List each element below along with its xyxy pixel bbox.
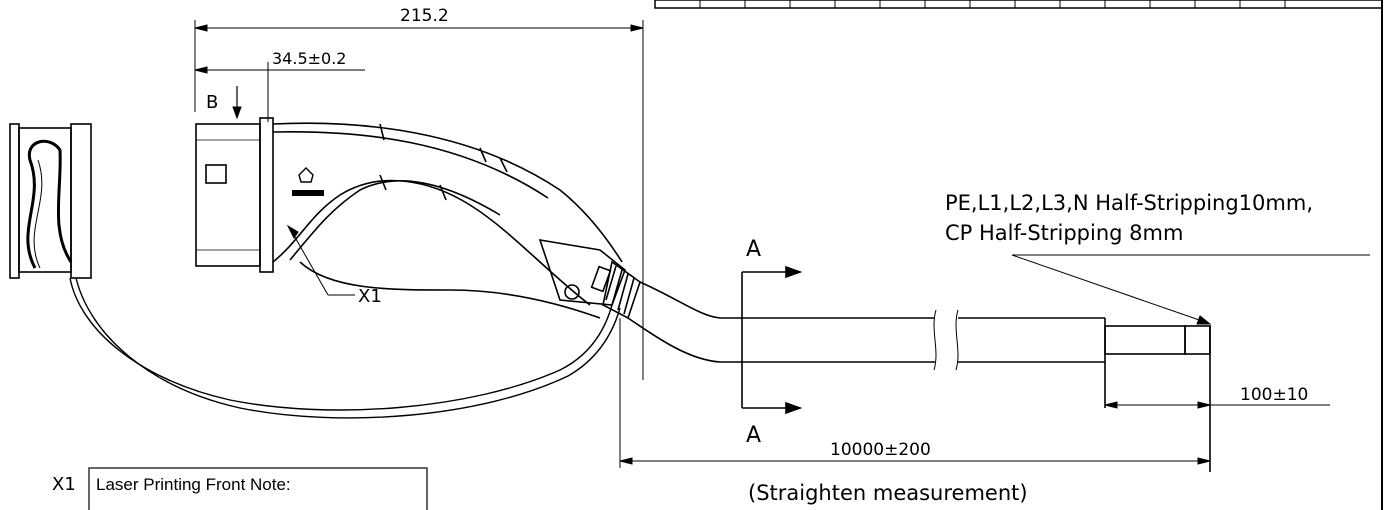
dimension-overall-length bbox=[194, 20, 644, 380]
dim-cable-length-note: (Straighten measurement) bbox=[748, 481, 1028, 505]
front-note-title: Laser Printing Front Note: bbox=[96, 475, 291, 494]
stripping-note-line1: PE,L1,L2,L3,N Half-Stripping10mm, bbox=[945, 191, 1313, 215]
view-b-label: B bbox=[206, 92, 218, 113]
dim-strip-length-label: 100±10 bbox=[1240, 385, 1308, 405]
cable-end-cap bbox=[9, 123, 92, 279]
section-a-top-label: A bbox=[746, 237, 761, 262]
section-a-marker bbox=[741, 265, 803, 415]
dim-front-width-label: 34.5±0.2 bbox=[272, 49, 346, 68]
view-b-arrow bbox=[232, 86, 242, 120]
brand-logo bbox=[292, 167, 324, 196]
dim-cable-length-label: 10000±200 bbox=[830, 440, 931, 460]
connector-body bbox=[195, 117, 641, 320]
note-x1-label: X1 bbox=[52, 474, 76, 495]
straight-cable bbox=[627, 281, 1211, 472]
front-note-box bbox=[88, 467, 428, 510]
dimension-front-width bbox=[194, 62, 365, 122]
drawing-frame bbox=[654, 0, 1383, 510]
callout-x1-leader bbox=[286, 224, 355, 296]
section-a-bottom-label: A bbox=[746, 423, 761, 448]
dim-overall-length-label: 215.2 bbox=[400, 6, 449, 26]
dimension-strip-length bbox=[1104, 401, 1330, 409]
looped-cable bbox=[69, 277, 621, 419]
stripping-note-line2: CP Half-Stripping 8mm bbox=[945, 221, 1183, 245]
callout-x1-label: X1 bbox=[358, 286, 382, 307]
stripping-note-leader bbox=[1011, 254, 1370, 325]
dimension-cable-length bbox=[619, 318, 1211, 468]
